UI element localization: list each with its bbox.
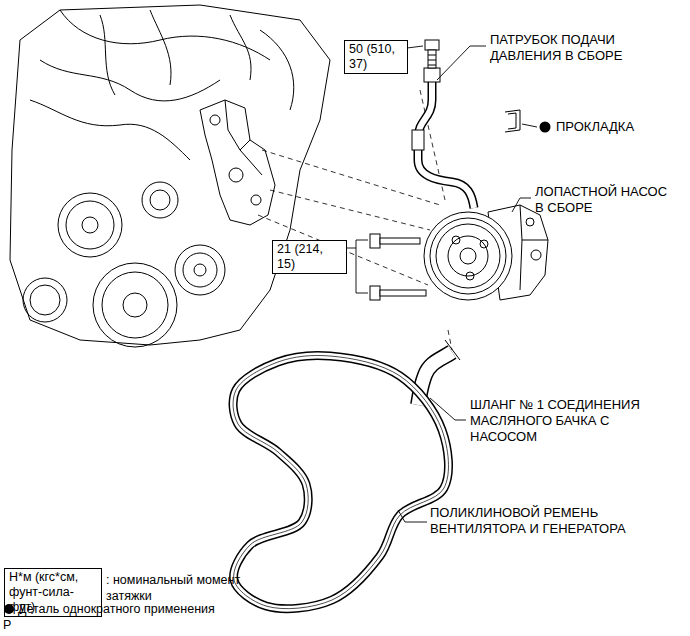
torque-box: 50 (510, 37) <box>344 40 408 74</box>
legend-note: : номинальный момент затяжки <box>106 573 240 603</box>
torque-value: 50 (510, 37) <box>349 42 403 72</box>
wrap: P <box>3 617 23 633</box>
engine-drawing <box>10 5 330 347</box>
belt-fill <box>233 355 448 608</box>
wrap: ПОЛИКЛИНОВОЙ РЕМЕНЬ ВЕНТИЛЯТОРА И ГЕНЕРА… <box>430 505 650 537</box>
torque-box: 21 (214, 15) <box>272 240 347 274</box>
legend-row: Деталь однократного применения <box>4 602 215 617</box>
belt-rib <box>233 355 448 608</box>
torque-value: 21 (214, 15) <box>277 242 342 272</box>
v-ribbed-belt <box>233 355 448 608</box>
wrap: ПАТРУБОК ПОДАЧИ ДАВЛЕНИЯ В СБОРЕ <box>490 32 655 64</box>
part-name: ПАТРУБОК ПОДАЧИ ДАВЛЕНИЯ В СБОРЕ <box>490 32 622 63</box>
union-bolt <box>425 40 439 68</box>
part-name: ПРОКЛАДКА <box>556 119 634 134</box>
wrap: ЛОПАСТНОЙ НАСОС В СБОРЕ <box>535 184 675 216</box>
one-time-part-dot <box>4 604 14 614</box>
part-name: ПОЛИКЛИНОВОЙ РЕМЕНЬ ВЕНТИЛЯТОРА И ГЕНЕРА… <box>430 505 626 536</box>
pressure-tube <box>412 68 474 208</box>
leader-line <box>346 46 537 522</box>
part-name: ЛОПАСТНОЙ НАСОС В СБОРЕ <box>535 184 667 215</box>
page-mark: P <box>3 618 11 632</box>
wrap: : номинальный момент затяжки <box>106 572 241 604</box>
legend-text: Деталь однократного применения <box>18 602 215 616</box>
mounting-bolt <box>370 234 426 300</box>
wrap: ПРОКЛАДКА <box>556 119 676 135</box>
wrap: ШЛАНГ № 1 СОЕДИНЕНИЯ МАСЛЯНОГО БАЧКА С Н… <box>470 397 642 445</box>
gasket <box>505 110 551 133</box>
belt-outline <box>233 355 448 608</box>
part-name: ШЛАНГ № 1 СОЕДИНЕНИЯ МАСЛЯНОГО БАЧКА С Н… <box>470 397 640 444</box>
vane-pump <box>424 205 548 300</box>
